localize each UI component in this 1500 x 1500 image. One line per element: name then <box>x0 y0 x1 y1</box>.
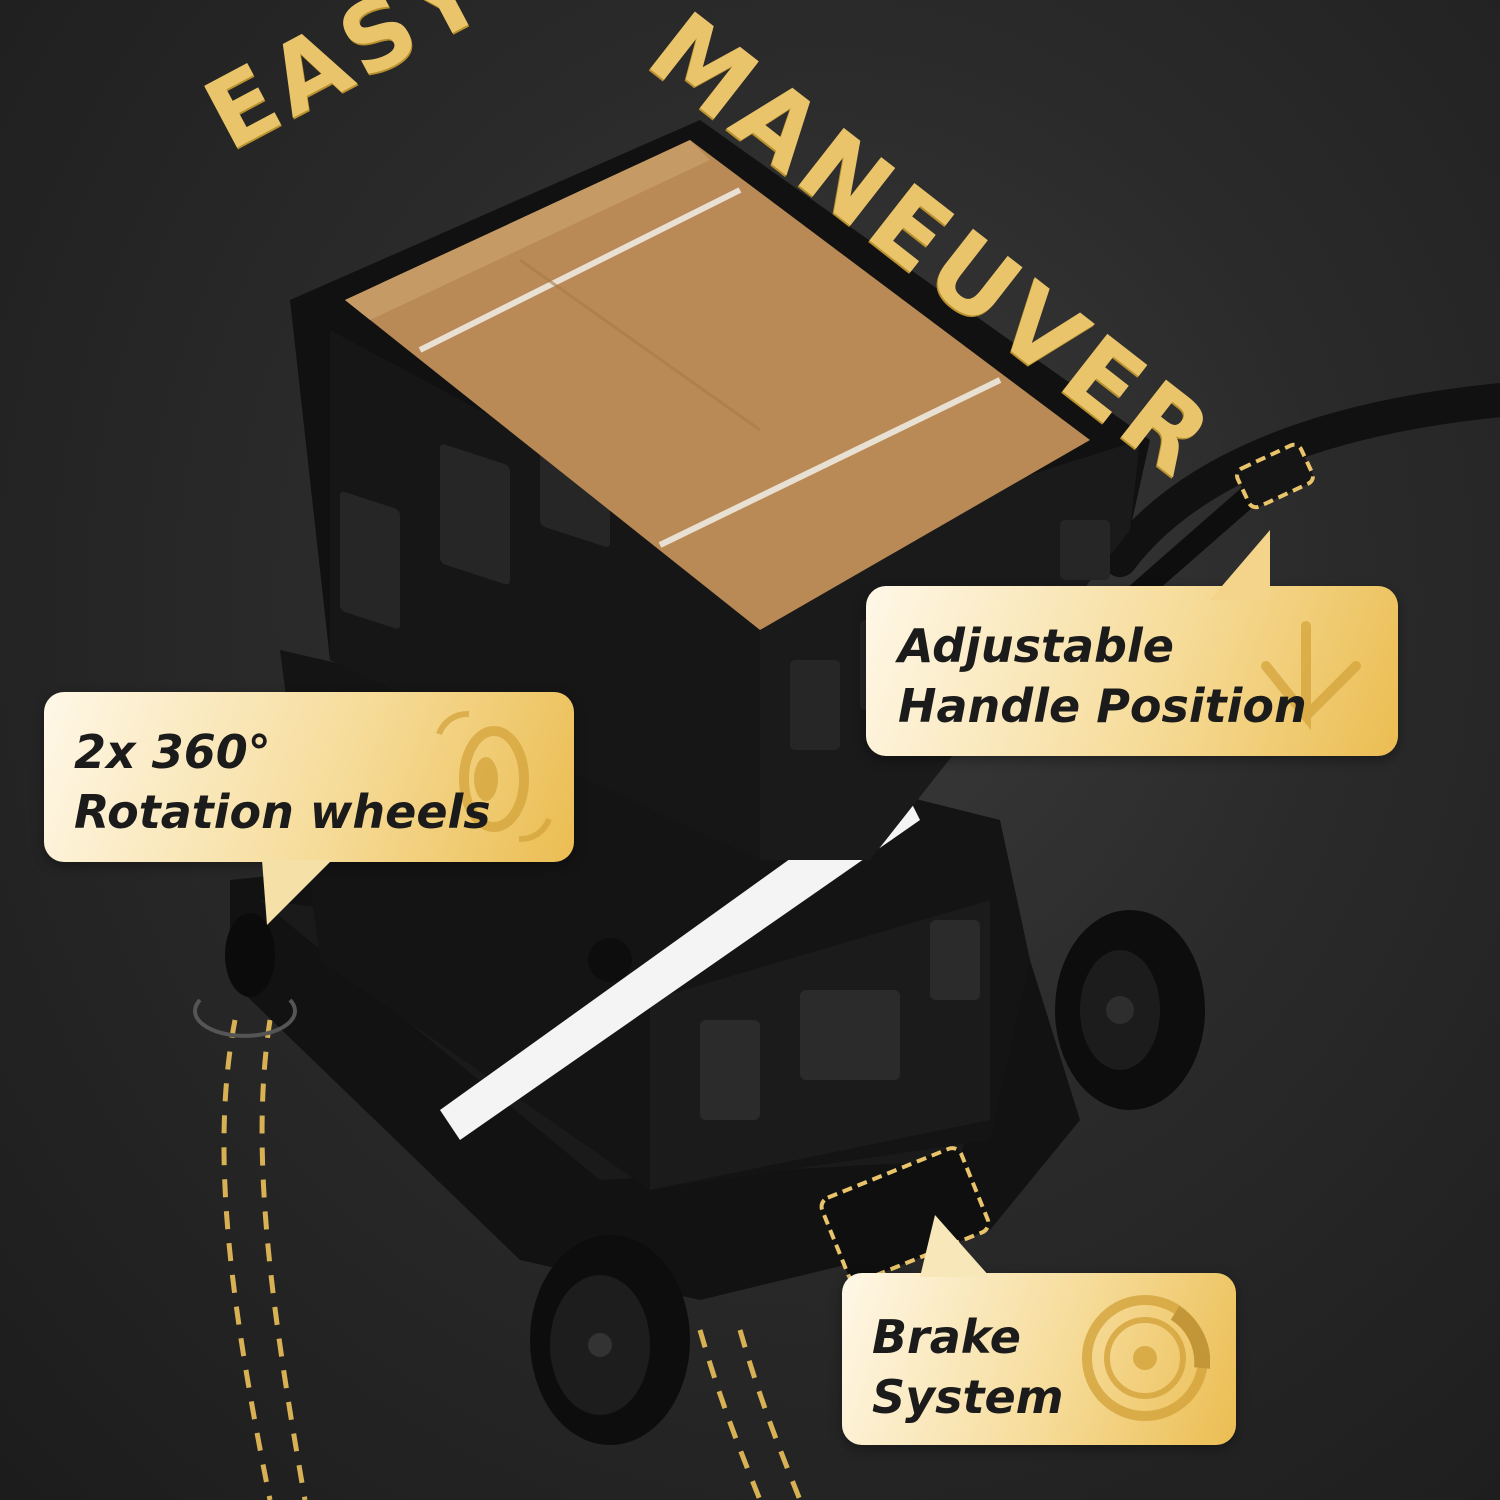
callout-handle-line1: Adjustable <box>898 619 1174 673</box>
callout-brake: Brake System <box>842 1273 1236 1445</box>
handle-strap <box>440 780 920 1140</box>
callout-wheels-line2: Rotation wheels <box>74 785 491 839</box>
rear-wheel-left <box>530 1235 690 1445</box>
callout-wheels: 2x 360° Rotation wheels <box>44 692 574 862</box>
handle-adjust-icon <box>1261 621 1361 731</box>
swivel-wheel <box>193 913 297 1038</box>
callout-brake-line2: System <box>872 1370 1064 1424</box>
cardboard-box <box>345 140 1090 630</box>
wheel-tracks <box>221 1019 803 1500</box>
brake-disc-icon <box>1082 1295 1210 1421</box>
callout-brake-line1: Brake <box>872 1310 1021 1364</box>
rear-wheel-right <box>1055 910 1205 1110</box>
callout-handle-line2: Handle Position <box>898 679 1307 733</box>
cart-handle <box>1103 383 1500 609</box>
rotation-wheel-icon <box>436 710 552 843</box>
callout-handle-pointer <box>1210 530 1270 600</box>
callout-wheels-pointer <box>262 860 332 925</box>
callout-brake-pointer <box>920 1215 990 1277</box>
callout-handle: Adjustable Handle Position <box>866 586 1398 756</box>
callout-wheels-line1: 2x 360° <box>74 725 271 779</box>
